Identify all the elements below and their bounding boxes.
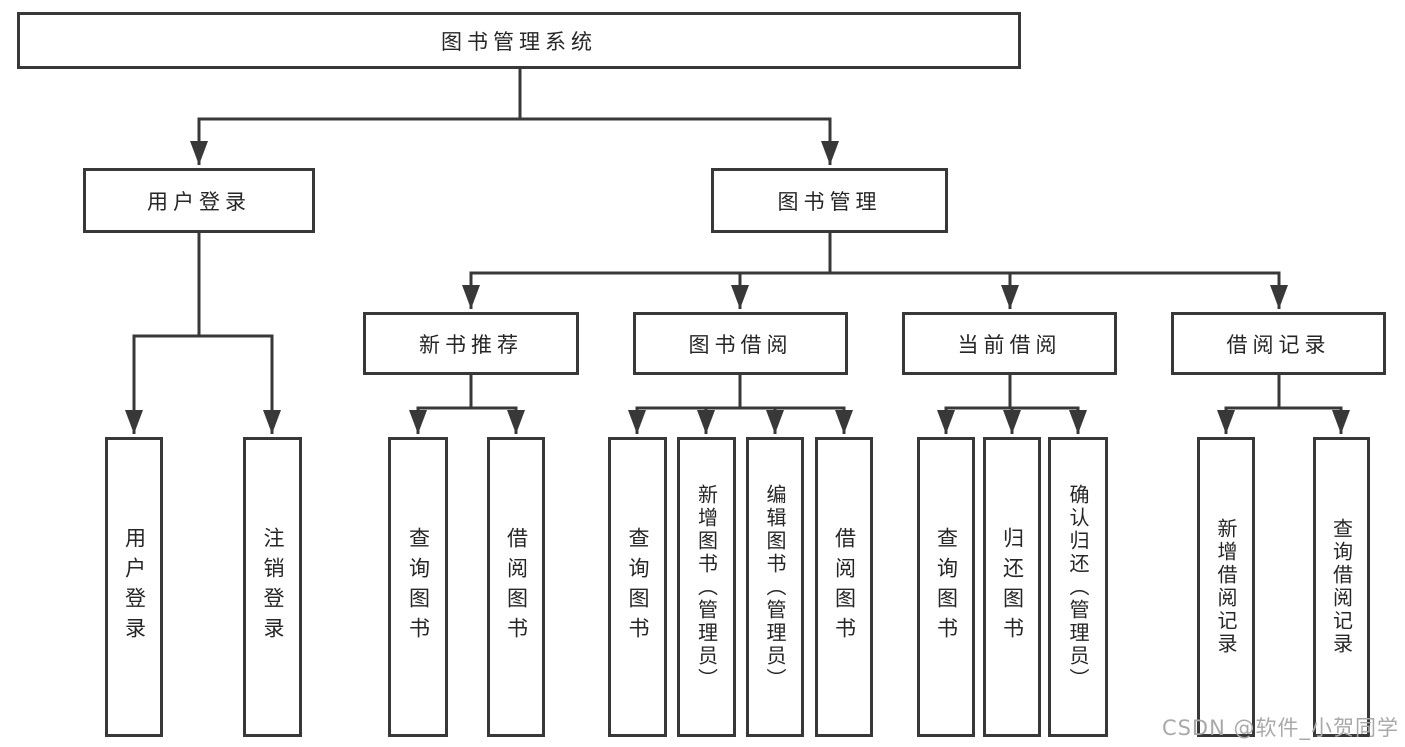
node-query-borrow-record: 查询借阅记录 xyxy=(1313,437,1370,737)
node-current-borrowing: 当前借阅 xyxy=(902,312,1117,375)
node-add-borrow-record: 新增借阅记录 xyxy=(1197,437,1255,737)
node-borrow-books: 借阅图书 xyxy=(815,437,873,737)
node-root: 图书管理系统 xyxy=(17,12,1021,69)
connector-trunks xyxy=(132,69,1343,410)
node-borrowing-query-books: 查询图书 xyxy=(608,437,667,737)
node-logout: 注销登录 xyxy=(243,437,302,737)
node-current-query-books: 查询图书 xyxy=(917,437,975,737)
node-user-login: 用户登录 xyxy=(105,437,163,737)
node-confirm-return-admin: 确认归还（管理员） xyxy=(1048,437,1108,737)
node-user-login-branch: 用户登录 xyxy=(83,168,315,233)
node-add-books-admin: 新增图书（管理员） xyxy=(677,437,736,737)
node-edit-books-admin: 编辑图书（管理员） xyxy=(746,437,804,737)
node-new-book-recommend: 新书推荐 xyxy=(363,312,579,375)
node-recommend-borrow-books: 借阅图书 xyxy=(487,437,545,737)
node-return-books: 归还图书 xyxy=(983,437,1041,737)
watermark: CSDN @软件_小贺同学 xyxy=(1161,716,1399,740)
node-borrow-records: 借阅记录 xyxy=(1171,312,1386,375)
connector-arrows xyxy=(125,119,1350,434)
node-book-borrowing: 图书借阅 xyxy=(633,312,848,375)
node-book-management-branch: 图书管理 xyxy=(711,168,948,233)
node-recommend-query-books: 查询图书 xyxy=(388,437,448,737)
